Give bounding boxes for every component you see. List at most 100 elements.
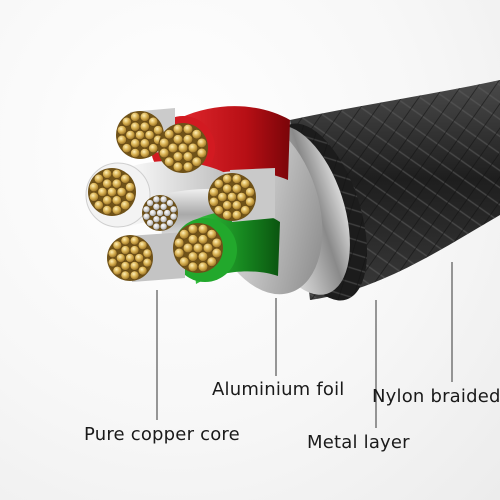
strand bbox=[152, 222, 160, 231]
strand bbox=[173, 161, 183, 172]
strand bbox=[148, 117, 158, 127]
strand bbox=[140, 148, 150, 158]
strand bbox=[198, 251, 208, 262]
strand bbox=[148, 143, 158, 153]
copper-core-top-left bbox=[116, 111, 164, 159]
strand bbox=[188, 224, 198, 235]
label-nylon-braided: Nylon braided bbox=[372, 386, 500, 407]
strand bbox=[142, 205, 151, 213]
strand bbox=[196, 148, 207, 158]
strand bbox=[166, 199, 174, 207]
label-pure-copper-core: Pure copper core bbox=[84, 424, 240, 445]
strand bbox=[232, 183, 242, 194]
strand bbox=[222, 210, 232, 220]
strand bbox=[116, 187, 127, 197]
strand bbox=[130, 245, 140, 255]
strand bbox=[159, 138, 170, 148]
strand bbox=[164, 129, 175, 140]
strand bbox=[174, 248, 185, 258]
strand bbox=[120, 174, 130, 184]
strand bbox=[245, 197, 255, 207]
strand bbox=[120, 200, 130, 210]
strand bbox=[222, 183, 232, 194]
strand bbox=[130, 236, 140, 246]
strand bbox=[130, 121, 140, 132]
strand bbox=[117, 125, 127, 135]
strand bbox=[163, 209, 171, 217]
strand bbox=[102, 195, 112, 206]
strand bbox=[130, 261, 140, 271]
strand bbox=[152, 203, 161, 211]
strand bbox=[211, 238, 222, 248]
strand bbox=[140, 138, 150, 149]
strand bbox=[160, 222, 168, 231]
strand bbox=[138, 266, 148, 276]
strand bbox=[112, 195, 122, 206]
strand bbox=[191, 156, 202, 167]
strand bbox=[120, 245, 130, 255]
strand bbox=[227, 192, 237, 202]
strand bbox=[173, 151, 183, 162]
strand bbox=[203, 243, 213, 253]
strand bbox=[142, 248, 152, 258]
strand bbox=[222, 200, 232, 211]
strand bbox=[183, 243, 193, 253]
strand bbox=[120, 261, 130, 271]
strand bbox=[169, 205, 178, 213]
strand bbox=[217, 192, 228, 202]
strand bbox=[125, 182, 135, 192]
strand bbox=[142, 258, 152, 268]
strand bbox=[112, 205, 122, 215]
strand bbox=[112, 169, 122, 179]
strand bbox=[102, 178, 112, 189]
strand bbox=[102, 169, 112, 179]
leader-lines bbox=[156, 262, 453, 428]
strand bbox=[149, 209, 157, 217]
strand bbox=[89, 182, 99, 192]
strand bbox=[168, 143, 178, 153]
strand bbox=[89, 192, 99, 202]
strand bbox=[183, 134, 193, 145]
strand bbox=[144, 130, 155, 140]
strand bbox=[193, 243, 203, 253]
strand bbox=[198, 234, 208, 245]
strand bbox=[146, 219, 154, 227]
strand bbox=[152, 215, 161, 223]
strand bbox=[183, 151, 193, 162]
silver-core bbox=[142, 195, 178, 231]
strand bbox=[191, 129, 202, 140]
strand bbox=[178, 143, 188, 153]
strand bbox=[97, 187, 108, 197]
strand bbox=[232, 200, 242, 211]
strand bbox=[112, 178, 122, 189]
strand bbox=[245, 187, 255, 197]
strand bbox=[240, 205, 250, 215]
strand bbox=[214, 179, 224, 189]
strand bbox=[211, 248, 222, 258]
strand bbox=[206, 229, 217, 240]
strand bbox=[140, 112, 150, 122]
strand bbox=[120, 270, 130, 280]
strand bbox=[130, 138, 140, 149]
strand bbox=[112, 266, 122, 276]
strand bbox=[102, 205, 112, 215]
strand bbox=[142, 213, 151, 221]
strand bbox=[159, 203, 168, 211]
strand bbox=[173, 124, 183, 135]
strand bbox=[174, 238, 185, 248]
copper-cores bbox=[88, 111, 256, 281]
strand bbox=[125, 253, 135, 263]
strand bbox=[160, 195, 168, 204]
strand bbox=[198, 261, 208, 272]
strand bbox=[125, 130, 136, 140]
strand bbox=[156, 209, 164, 217]
strand bbox=[122, 117, 132, 127]
strand bbox=[169, 213, 178, 221]
strand bbox=[179, 229, 190, 240]
strand bbox=[122, 143, 132, 153]
strand bbox=[232, 174, 242, 184]
strand bbox=[198, 224, 208, 235]
strand bbox=[153, 125, 163, 135]
strand bbox=[166, 219, 174, 227]
